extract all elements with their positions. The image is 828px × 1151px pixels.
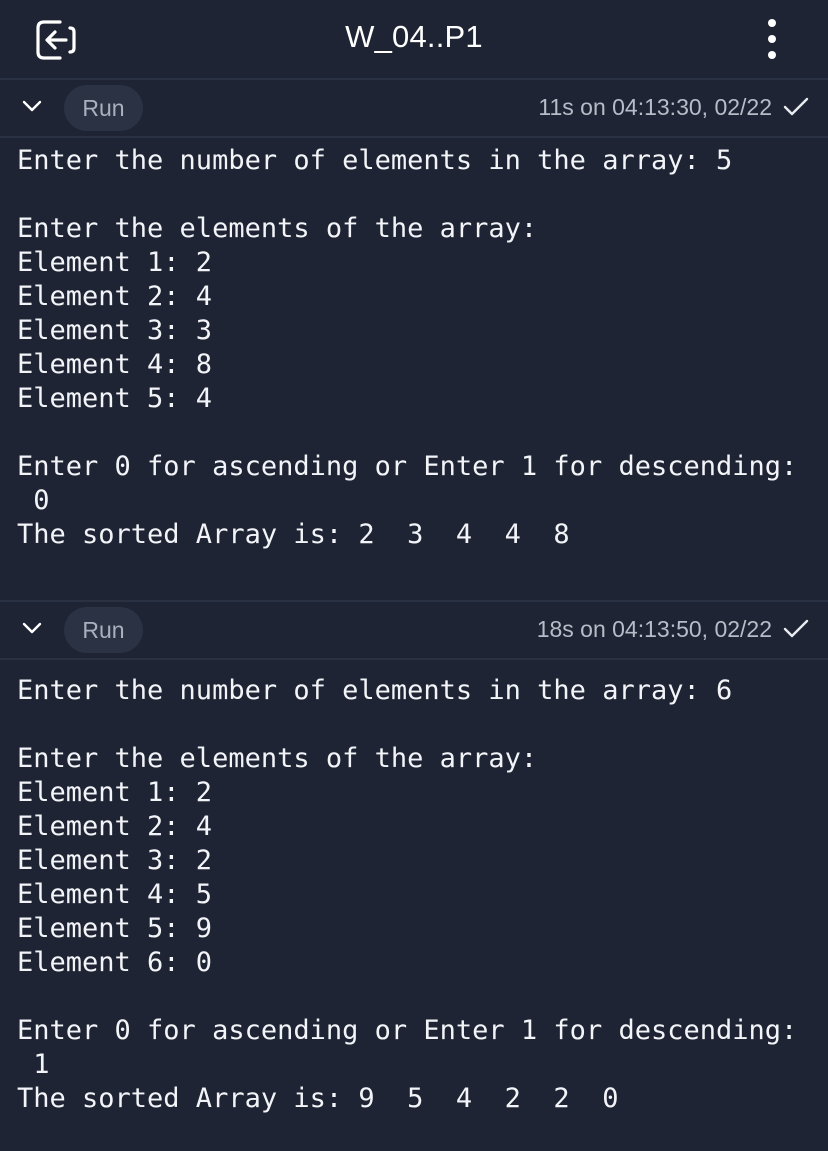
console-output-1: Enter the number of elements in the arra… xyxy=(17,144,817,552)
console-line: Element 3: 2 xyxy=(17,845,213,876)
console-line: 0 xyxy=(17,485,50,516)
run-divider xyxy=(0,600,828,602)
back-button[interactable] xyxy=(34,18,78,62)
overflow-menu-button[interactable] xyxy=(756,16,788,64)
run-duration-timestamp: 11s on 04:13:30, 02/22 xyxy=(538,94,772,120)
chevron-down-icon xyxy=(22,100,42,112)
console-output-2: Enter the number of elements in the arra… xyxy=(17,674,817,1116)
top-app-bar: W_04..P1 xyxy=(0,0,828,80)
checkmark-icon xyxy=(783,619,809,638)
console-line: Element 5: 9 xyxy=(17,913,213,944)
run-header-2: Run 18s on 04:13:50, 02/22 xyxy=(0,602,828,660)
checkmark-icon xyxy=(783,97,809,116)
run-button[interactable]: Run xyxy=(64,85,143,131)
run-button[interactable]: Run xyxy=(64,607,143,653)
collapse-toggle[interactable] xyxy=(20,94,44,118)
console-line: Enter 0 for ascending or Enter 1 for des… xyxy=(17,451,798,482)
console-line: Element 2: 4 xyxy=(17,281,213,312)
console-line: Element 3: 3 xyxy=(17,315,213,346)
console-line xyxy=(17,178,817,212)
console-line: Element 2: 4 xyxy=(17,811,213,842)
exit-arrow-icon xyxy=(36,20,76,60)
kebab-menu-icon xyxy=(768,19,776,59)
page-title: W_04..P1 xyxy=(345,19,483,54)
console-line: Element 4: 5 xyxy=(17,879,213,910)
console-line xyxy=(17,416,817,450)
console-line: Enter the elements of the array: xyxy=(17,213,538,244)
console-line: The sorted Array is: 2 3 4 4 8 xyxy=(17,519,570,550)
console-line xyxy=(17,708,817,742)
console-line: Element 5: 4 xyxy=(17,383,213,414)
chevron-down-icon xyxy=(22,622,42,634)
console-line xyxy=(17,980,817,1014)
run-duration-timestamp: 18s on 04:13:50, 02/22 xyxy=(536,616,772,642)
console-line: Element 1: 2 xyxy=(17,777,213,808)
console-line: The sorted Array is: 9 5 4 2 2 0 xyxy=(17,1083,619,1114)
console-line: Enter the number of elements in the arra… xyxy=(17,145,733,176)
console-line: 1 xyxy=(17,1049,50,1080)
console-line: Element 6: 0 xyxy=(17,947,213,978)
console-line: Enter the elements of the array: xyxy=(17,743,538,774)
console-line: Element 4: 8 xyxy=(17,349,213,380)
run-header-1: Run 11s on 04:13:30, 02/22 xyxy=(0,80,828,138)
console-line: Element 1: 2 xyxy=(17,247,213,278)
console-line: Enter 0 for ascending or Enter 1 for des… xyxy=(17,1015,798,1046)
collapse-toggle[interactable] xyxy=(20,616,44,640)
console-line: Enter the number of elements in the arra… xyxy=(17,675,733,706)
